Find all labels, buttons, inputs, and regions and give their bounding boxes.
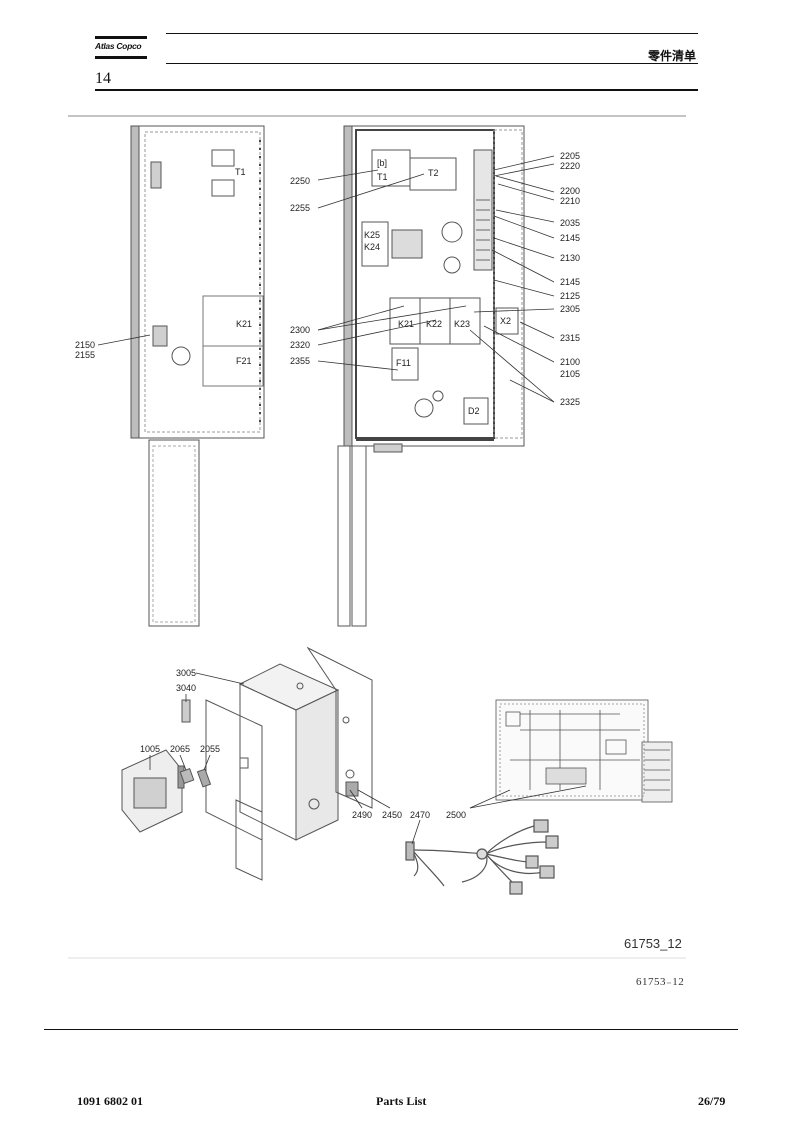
callout-labels-bottom: 3005 3040 1005 2065 2055 2490 2450 2470 …: [140, 668, 466, 820]
callout-2300: 2300: [290, 325, 310, 335]
callout-2355: 2355: [290, 356, 310, 366]
wiring-diagram-sheet: [495, 699, 673, 803]
brand-logo: Atlas Copco: [95, 41, 142, 51]
svg-text:K24: K24: [364, 242, 380, 252]
svg-text:K23: K23: [454, 319, 470, 329]
figure-image-id: 61753_12: [624, 936, 682, 951]
exploded-cabinet-view: [121, 646, 373, 881]
callout-2450: 2450: [382, 810, 402, 820]
callout-1005: 1005: [140, 744, 160, 754]
callout-2125: 2125: [560, 291, 580, 301]
svg-text:X2: X2: [500, 316, 511, 326]
callout-2315: 2315: [560, 333, 580, 343]
document-title: 零件清单: [647, 49, 696, 63]
callout-labels-top: 2150 2155 2250 2255 2300 2320 2355 2205 …: [75, 151, 580, 407]
header-mid-rule: [166, 63, 698, 64]
callout-2035: 2035: [560, 218, 580, 228]
callout-2220: 2220: [560, 161, 580, 171]
header-top-rule: [166, 33, 698, 34]
svg-text:T1: T1: [235, 167, 246, 177]
section-number: 14: [95, 70, 111, 87]
callout-2145-b: 2145: [560, 277, 580, 287]
callout-leaders-bottom: [149, 672, 587, 845]
right-cabinet-view: [b] T1 T2 K25 K24 K21 K22 K23 X2 F11 D2: [337, 125, 525, 627]
svg-text:[b]: [b]: [377, 158, 387, 168]
callout-2325: 2325: [560, 397, 580, 407]
callout-2500: 2500: [446, 810, 466, 820]
callout-leaders-top: [97, 155, 555, 403]
svg-text:K22: K22: [426, 319, 442, 329]
svg-text:T2: T2: [428, 168, 439, 178]
svg-text:K21: K21: [236, 319, 252, 329]
footer-part-number: 1091 6802 01: [77, 1094, 143, 1108]
callout-2155: 2155: [75, 350, 95, 360]
figure-caption: 61753₋12: [636, 976, 685, 988]
footer-page-number: 26/79: [698, 1094, 726, 1108]
svg-text:K25: K25: [364, 230, 380, 240]
left-cabinet-view: T1 K21 F21: [130, 125, 265, 627]
callout-2145: 2145: [560, 233, 580, 243]
callout-2200: 2200: [560, 186, 580, 196]
callout-2250: 2250: [290, 176, 310, 186]
callout-2055: 2055: [200, 744, 220, 754]
callout-3040: 3040: [176, 683, 196, 693]
callout-2105: 2105: [560, 369, 580, 379]
svg-text:F21: F21: [236, 356, 252, 366]
callout-2255: 2255: [290, 203, 310, 213]
footer-rule: [44, 1029, 738, 1030]
callout-2100: 2100: [560, 357, 580, 367]
callout-2205: 2205: [560, 151, 580, 161]
callout-2320: 2320: [290, 340, 310, 350]
logo-bottom-bar: [95, 56, 147, 59]
svg-text:K21: K21: [398, 319, 414, 329]
footer-doc-type: Parts List: [376, 1094, 427, 1108]
callout-2065: 2065: [170, 744, 190, 754]
svg-text:D2: D2: [468, 406, 480, 416]
callout-2150: 2150: [75, 340, 95, 350]
svg-text:T1: T1: [377, 172, 388, 182]
callout-2305: 2305: [560, 304, 580, 314]
callout-2210: 2210: [560, 196, 580, 206]
cable-harness: [405, 819, 559, 895]
callout-2130: 2130: [560, 253, 580, 263]
header-bottom-rule: [95, 89, 698, 91]
svg-text:F11: F11: [396, 358, 411, 368]
callout-2470: 2470: [410, 810, 430, 820]
logo-top-bar: [95, 36, 147, 39]
callout-3005: 3005: [176, 668, 196, 678]
callout-2490: 2490: [352, 810, 372, 820]
